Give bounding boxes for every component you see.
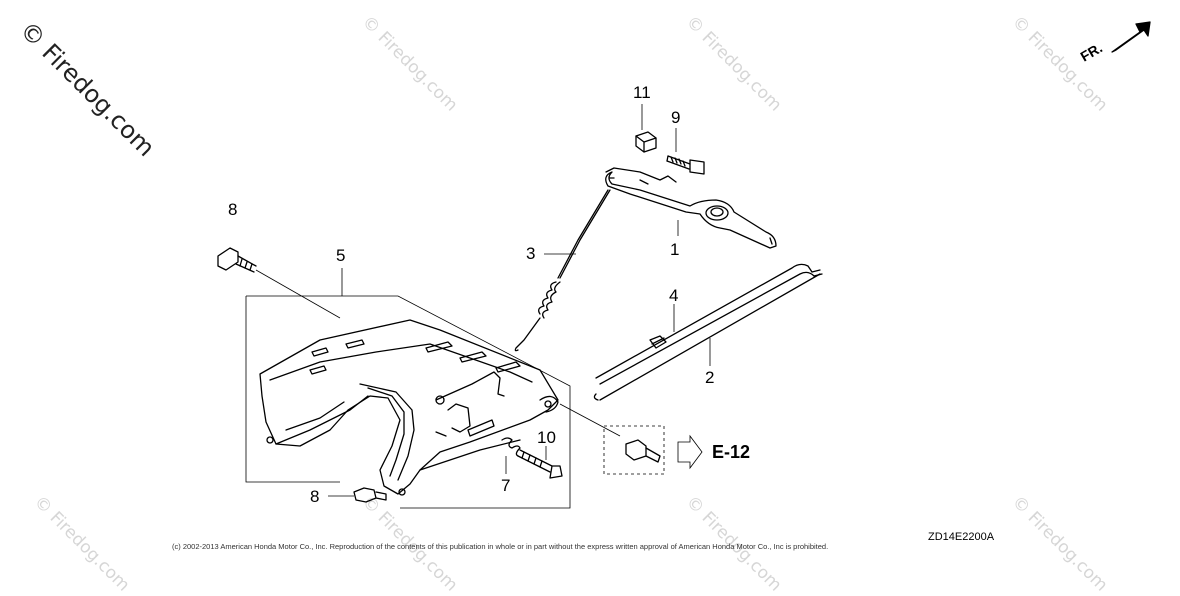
part-9-bolt	[666, 155, 705, 175]
front-arrow-icon	[1111, 21, 1151, 53]
part-2-wire	[593, 263, 823, 401]
part-11-nut	[635, 131, 657, 153]
callout-5: 5	[336, 246, 346, 265]
part-8-bolt-bottom	[353, 487, 387, 503]
callout-2: 2	[705, 368, 715, 387]
leader-8-top	[255, 269, 341, 319]
callout-10: 10	[537, 428, 556, 447]
diagram-code: ZD14E2200A	[928, 531, 995, 543]
e12-dashed-box	[603, 425, 665, 475]
callout-8-bottom: 8	[310, 487, 320, 506]
part-5-shield	[259, 319, 559, 496]
e12-bolt	[625, 439, 661, 463]
copyright-notice: (c) 2002-2013 American Honda Motor Co., …	[172, 542, 829, 551]
leader-e12	[559, 403, 621, 437]
reference-label: E-12	[712, 442, 751, 462]
callout-1: 1	[670, 240, 680, 259]
part-1-lever	[605, 167, 777, 249]
callout-8-top: 8	[228, 200, 238, 219]
callout-7: 7	[501, 476, 511, 495]
callout-11: 11	[633, 83, 651, 102]
part-3-spring-rod	[514, 189, 611, 352]
callout-4: 4	[669, 286, 679, 305]
part-8-bolt-top	[217, 247, 257, 273]
part-7-spring	[501, 437, 521, 457]
callout-9: 9	[671, 108, 681, 127]
part-4-clip	[649, 335, 667, 349]
callout-3: 3	[526, 244, 536, 263]
reference-arrow-icon	[677, 434, 703, 470]
part-10-bolt	[517, 449, 563, 479]
part-5-bracket-lines	[245, 268, 571, 509]
